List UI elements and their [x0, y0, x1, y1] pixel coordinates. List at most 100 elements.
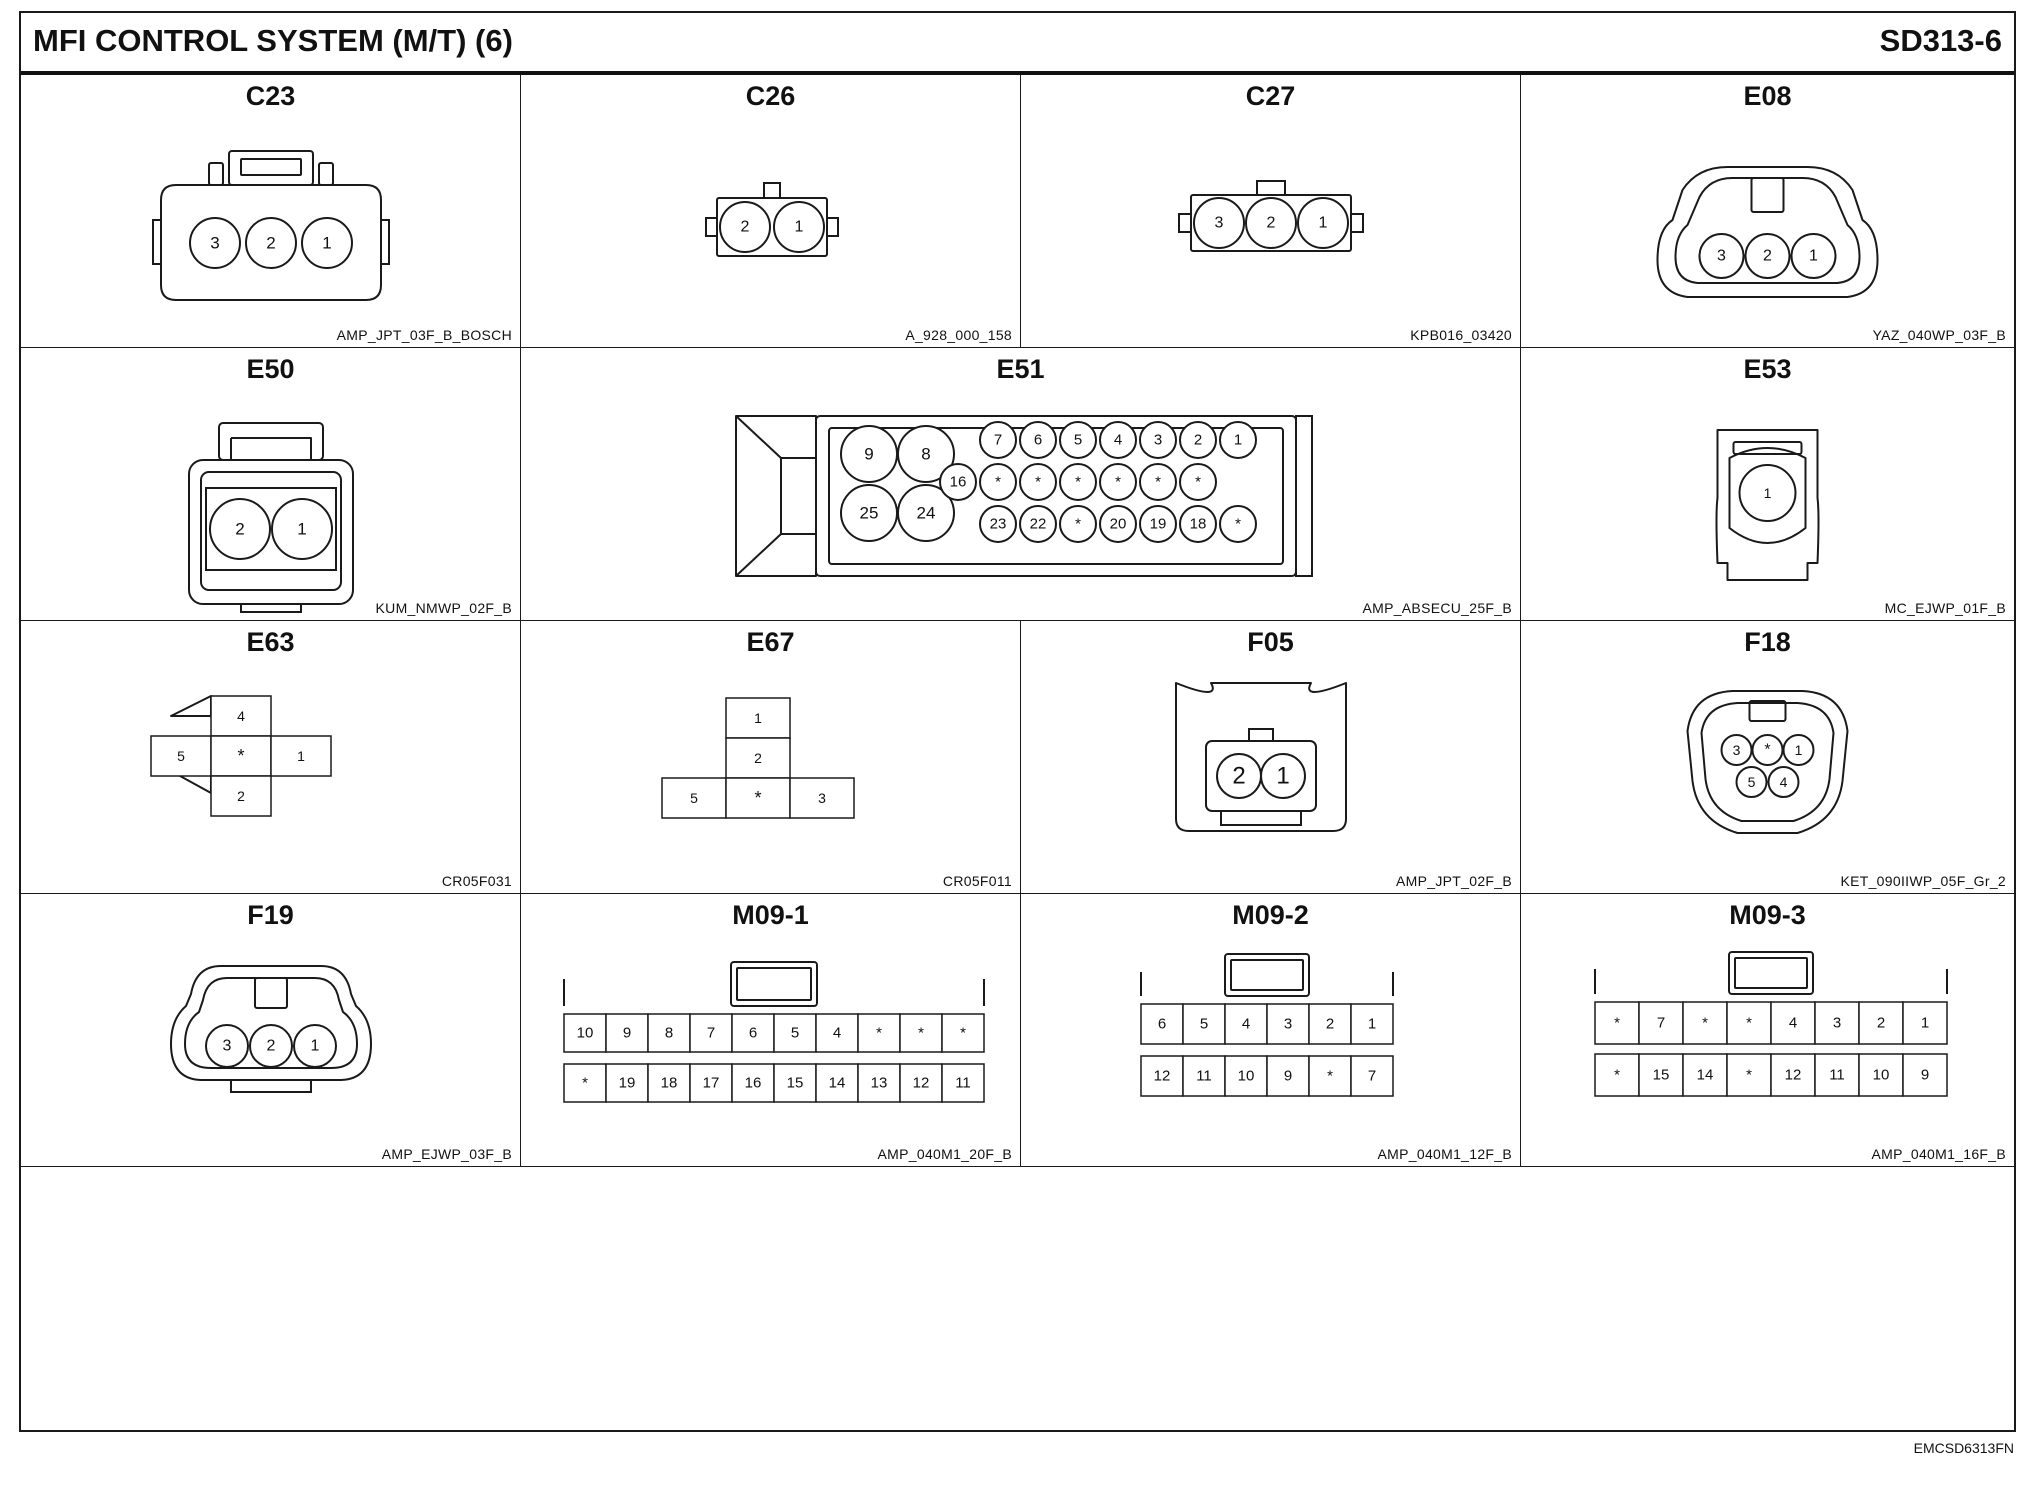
pin-label: 4	[237, 708, 245, 724]
pin-cell	[731, 1063, 775, 1103]
pin-label: 2	[237, 788, 245, 804]
pin-label: *	[1327, 1068, 1333, 1085]
latch-outline	[1230, 959, 1304, 991]
connector-part-number: A_928_000_158	[905, 327, 1012, 343]
pin-label: 5	[1200, 1016, 1208, 1033]
latch-outline	[730, 961, 818, 1007]
pin-cell	[725, 737, 791, 779]
pin-label: 4	[833, 1025, 841, 1042]
page-title: MFI CONTROL SYSTEM (M/T) (6)	[33, 23, 513, 58]
pin-label: 9	[623, 1025, 631, 1042]
pin-circle	[1698, 233, 1745, 279]
pin-label: 8	[921, 445, 930, 464]
pin-circle	[1099, 463, 1137, 501]
pin-label: *	[1746, 1067, 1752, 1084]
connector-name: E50	[246, 354, 295, 384]
pin-label: *	[582, 1075, 588, 1092]
housing-outline	[1656, 166, 1879, 298]
inner-outline	[1728, 447, 1807, 544]
side-tab	[826, 217, 839, 237]
pin-label: *	[1075, 474, 1081, 491]
pin-cell	[1770, 1053, 1816, 1097]
pin-label: 1	[795, 219, 804, 236]
pin-circle	[773, 201, 825, 253]
pin-label: 17	[703, 1075, 720, 1092]
pin-cell	[1266, 1003, 1310, 1045]
pin-cell	[815, 1013, 859, 1053]
pin-circle	[1179, 505, 1217, 543]
pin-circle	[1059, 463, 1097, 501]
latch-tab	[1256, 180, 1286, 196]
pin-label: 9	[1921, 1067, 1929, 1084]
pin-label: 10	[1238, 1068, 1255, 1085]
side-tab	[705, 217, 718, 237]
connector-part-number: KPB016_03420	[1410, 327, 1512, 343]
pin-label: *	[1075, 516, 1081, 533]
latch-outline	[1732, 441, 1803, 455]
pin-cell	[1858, 1001, 1904, 1045]
pin-cell	[1140, 1003, 1184, 1045]
latch-outline	[1728, 951, 1814, 995]
pin-circle	[979, 421, 1017, 459]
pin-circle	[209, 498, 271, 560]
pin-label: 4	[1114, 432, 1122, 449]
housing-outline	[1715, 429, 1820, 581]
connector-name: E67	[746, 627, 795, 657]
pin-label: 2	[1194, 432, 1202, 449]
pin-label: 2	[1326, 1016, 1334, 1033]
pin-label: 3	[818, 790, 826, 806]
pin-circle	[1738, 464, 1797, 522]
pin-label: *	[1614, 1015, 1620, 1032]
pin-cell	[689, 1063, 733, 1103]
pin-label: 4	[1242, 1016, 1250, 1033]
connector-name: M09-3	[1729, 900, 1806, 930]
pin-label: 19	[619, 1075, 636, 1092]
pin-circle	[1019, 421, 1057, 459]
pin-cell	[773, 1063, 817, 1103]
pin-label: 23	[990, 516, 1007, 533]
pin-label: 16	[950, 474, 967, 491]
pin-label: 25	[860, 504, 879, 523]
pin-cell	[563, 1063, 607, 1103]
pin-label: 20	[1110, 516, 1127, 533]
pin-label: 14	[829, 1075, 846, 1092]
pin-label: 2	[235, 520, 244, 539]
pin-circle	[1019, 505, 1057, 543]
latch-tab	[1750, 177, 1785, 213]
connector-part-number: AMP_EJWP_03F_B	[381, 1146, 512, 1162]
pin-label: *	[1764, 742, 1770, 759]
pin-label: *	[1195, 474, 1201, 491]
side-tab	[152, 219, 162, 265]
pin-cell	[1224, 1003, 1268, 1045]
pin-label: 1	[1368, 1016, 1376, 1033]
connector-part-number: CR05F011	[942, 873, 1012, 889]
pin-label: 12	[1154, 1068, 1171, 1085]
pin-cell	[1682, 1001, 1728, 1045]
pin-frame	[205, 487, 337, 571]
pin-label: 8	[665, 1025, 673, 1042]
pin-label: 7	[707, 1025, 715, 1042]
diagram-sheet: MFI CONTROL SYSTEM (M/T) (6) SD313-6 C23…	[19, 11, 2016, 1432]
connector-face-diagram: 125*3	[661, 697, 855, 819]
connector-part-number: AMP_ABSECU_25F_B	[1362, 600, 1512, 616]
pin-cell	[1726, 1001, 1772, 1045]
pin-circle	[1782, 734, 1815, 766]
pin-circle	[1219, 505, 1257, 543]
pin-label: *	[754, 788, 761, 808]
pin-label: 1	[322, 234, 331, 253]
connector-part-number: AMP_JPT_03F_B_BOSCH	[336, 327, 512, 343]
title-bar: MFI CONTROL SYSTEM (M/T) (6) SD313-6	[21, 13, 2014, 75]
pin-label: *	[1035, 474, 1041, 491]
pin-label: 1	[297, 748, 305, 764]
pin-label: 3	[1717, 248, 1726, 265]
inner-outline	[184, 977, 358, 1069]
